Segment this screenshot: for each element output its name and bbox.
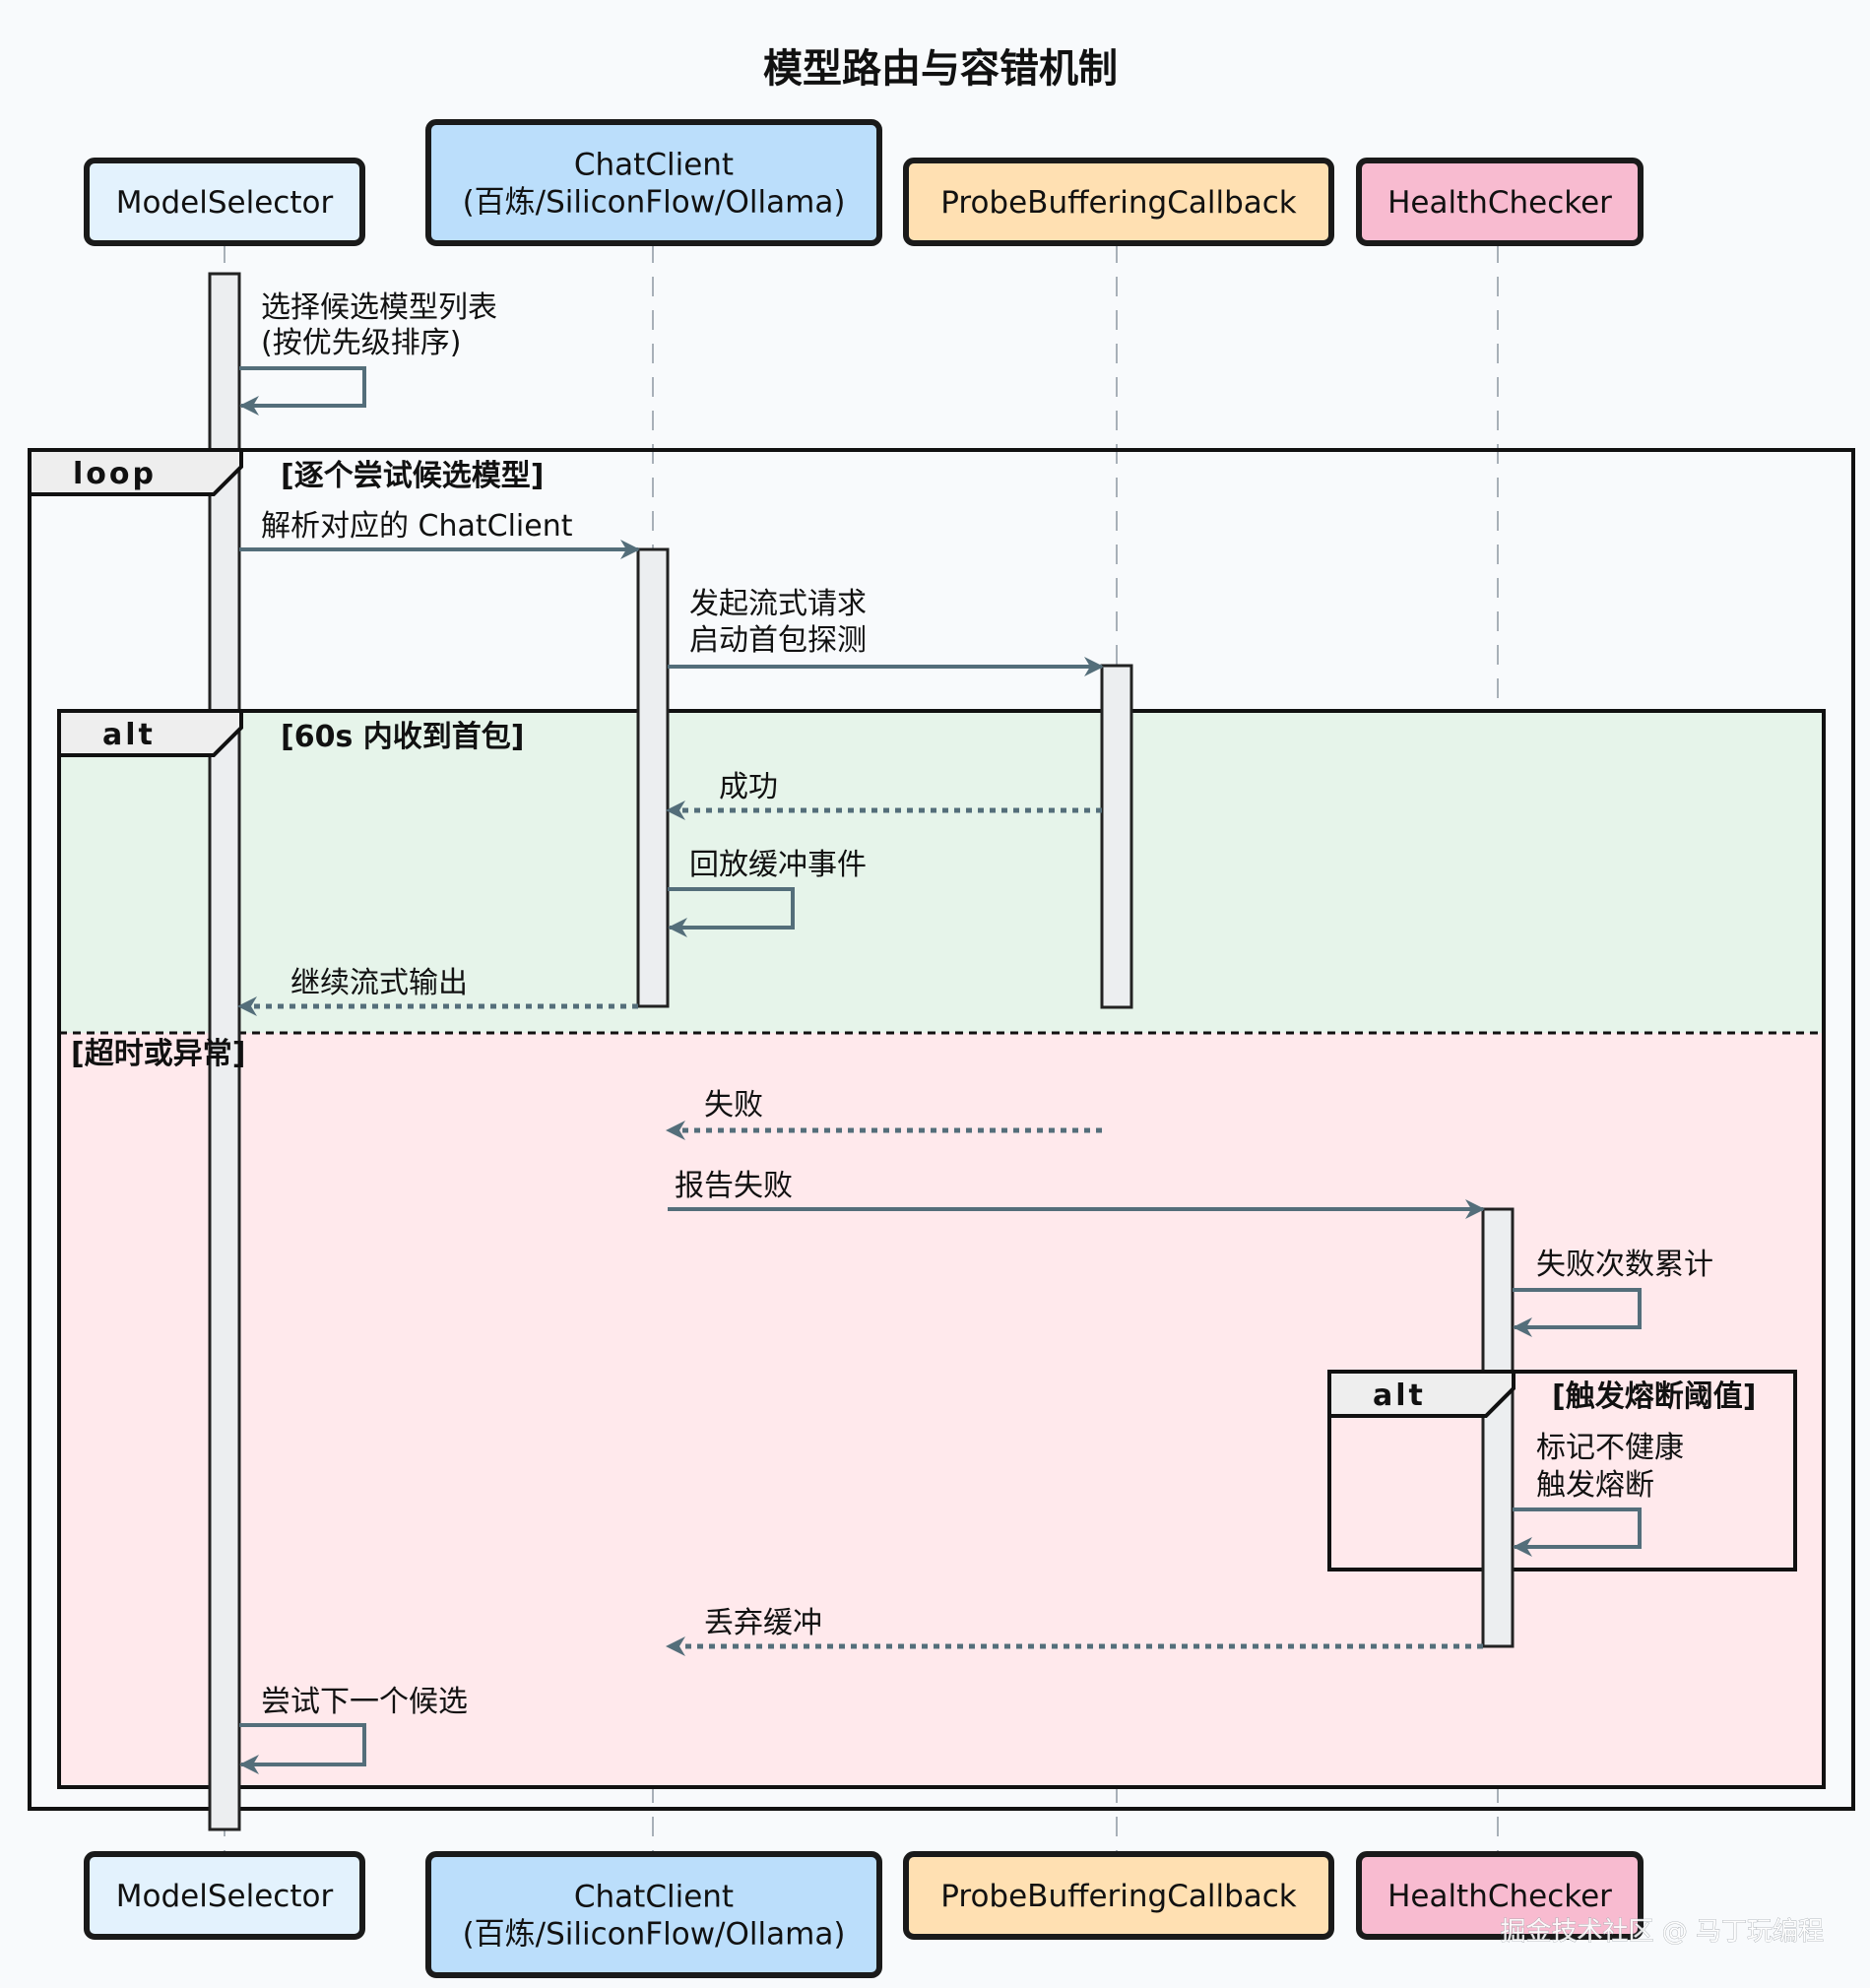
self-message-arrow — [668, 887, 795, 937]
participant-label: ModelSelector — [116, 185, 334, 221]
message-label: 尝试下一个候选 — [261, 1685, 468, 1719]
message-8: 失败次数累计 — [1513, 1248, 1713, 1337]
message-label: 标记不健康 — [1536, 1431, 1684, 1465]
participant-box — [1356, 158, 1644, 246]
activation-model_selector — [208, 272, 241, 1831]
participant-box — [84, 158, 365, 246]
diagram-title: 模型路由与容错机制 — [763, 46, 1118, 92]
participant-chat_client-top: ChatClient(百炼/SiliconFlow/Ollama) — [425, 119, 882, 246]
message-7: 报告失败 — [668, 1169, 1485, 1219]
self-message-arrow — [1513, 1507, 1642, 1557]
message-0: 选择候选模型列表(按优先级排序) — [239, 290, 497, 416]
alt-else-guard: [超时或异常] — [71, 1037, 245, 1071]
message-1: 解析对应的 ChatClient — [239, 509, 640, 559]
breaker-alt-keyword: alt — [1373, 1379, 1426, 1413]
fragment-tabs: loop [逐个尝试候选模型] alt [60s 内收到首包] [超时或异常] alt [触… — [28, 448, 1756, 1418]
participant-label: ModelSelector — [116, 1879, 334, 1914]
alt-failure-region — [59, 1033, 1824, 1787]
participant-box — [84, 1851, 365, 1940]
participant-box — [903, 158, 1334, 246]
participant-probe-bottom: ProbeBufferingCallback — [903, 1851, 1334, 1940]
activation-chat_client — [636, 547, 670, 1008]
loop-keyword: loop — [73, 457, 157, 491]
participant-box — [1356, 1851, 1644, 1940]
message-label: 启动首包探测 — [689, 623, 867, 658]
message-6: 失败 — [666, 1088, 1102, 1140]
activation-health_checker — [1481, 1207, 1515, 1648]
breaker-alt-guard: [触发熔断阈值] — [1552, 1379, 1756, 1414]
fragments — [28, 448, 1855, 1811]
participant-label: ChatClient — [574, 1880, 734, 1915]
message-label: 回放缓冲事件 — [689, 848, 867, 882]
messages: 选择候选模型列表(按优先级排序) 解析对应的 ChatClient 发起流式请求启动… — [237, 290, 1713, 1774]
participants: ModelSelectorModelSelectorChatClient(百炼/… — [84, 119, 1644, 1978]
participant-probe-top: ProbeBufferingCallback — [903, 158, 1334, 246]
participant-label: (百炼/SiliconFlow/Ollama) — [463, 185, 846, 221]
alt-keyword: alt — [102, 718, 156, 752]
message-label: 发起流式请求 — [689, 587, 867, 621]
message-10: 丢弃缓冲 — [666, 1606, 1483, 1656]
self-message-arrow — [239, 1723, 366, 1774]
participant-label: (百炼/SiliconFlow/Ollama) — [463, 1917, 846, 1953]
loop-tab — [28, 448, 243, 496]
message-label: 丢弃缓冲 — [704, 1606, 822, 1640]
participant-label: HealthChecker — [1387, 1879, 1612, 1914]
participant-box — [903, 1851, 1334, 1940]
activations — [208, 272, 1515, 1831]
participant-label: ChatClient — [574, 148, 734, 183]
participant-label: ProbeBufferingCallback — [940, 1879, 1297, 1914]
breaker-alt-tab — [1327, 1370, 1515, 1418]
breaker-alt-frame — [1327, 1370, 1797, 1571]
message-label: 成功 — [719, 770, 778, 804]
message-label: 触发熔断 — [1536, 1468, 1654, 1503]
loop-frame — [28, 448, 1855, 1811]
participant-chat_client-bottom: ChatClient(百炼/SiliconFlow/Ollama) — [425, 1851, 882, 1978]
message-4: 回放缓冲事件 — [668, 848, 867, 937]
participant-box — [425, 1851, 882, 1978]
message-label: 解析对应的 ChatClient — [261, 509, 573, 544]
participant-model_selector-bottom: ModelSelector — [84, 1851, 365, 1940]
message-label: 失败 — [704, 1088, 763, 1122]
self-message-arrow — [1513, 1288, 1642, 1337]
participant-health_checker-bottom: HealthChecker — [1356, 1851, 1644, 1940]
loop-guard: [逐个尝试候选模型] — [281, 459, 544, 493]
message-label: 失败次数累计 — [1536, 1248, 1713, 1282]
participant-box — [425, 119, 882, 246]
participant-label: HealthChecker — [1387, 185, 1612, 221]
message-label: (按优先级排序) — [261, 326, 461, 360]
self-message-arrow — [239, 366, 366, 416]
message-label: 选择候选模型列表 — [261, 290, 497, 325]
alt-success-region — [59, 711, 1824, 1033]
activation-probe — [1100, 664, 1133, 1009]
message-label: 继续流式输出 — [290, 966, 468, 1000]
watermark: 掘金技术社区 @ 马丁玩编程 — [1500, 1917, 1824, 1947]
alt-tab — [57, 709, 243, 757]
message-11: 尝试下一个候选 — [239, 1685, 468, 1774]
message-label: 报告失败 — [675, 1169, 793, 1203]
alt-guard: [60s 内收到首包] — [281, 720, 524, 754]
participant-label: ProbeBufferingCallback — [940, 185, 1297, 221]
participant-health_checker-top: HealthChecker — [1356, 158, 1644, 246]
alt-frame — [57, 709, 1826, 1789]
message-3: 成功 — [666, 770, 1102, 820]
message-5: 继续流式输出 — [237, 966, 638, 1016]
participant-model_selector-top: ModelSelector — [84, 158, 365, 246]
